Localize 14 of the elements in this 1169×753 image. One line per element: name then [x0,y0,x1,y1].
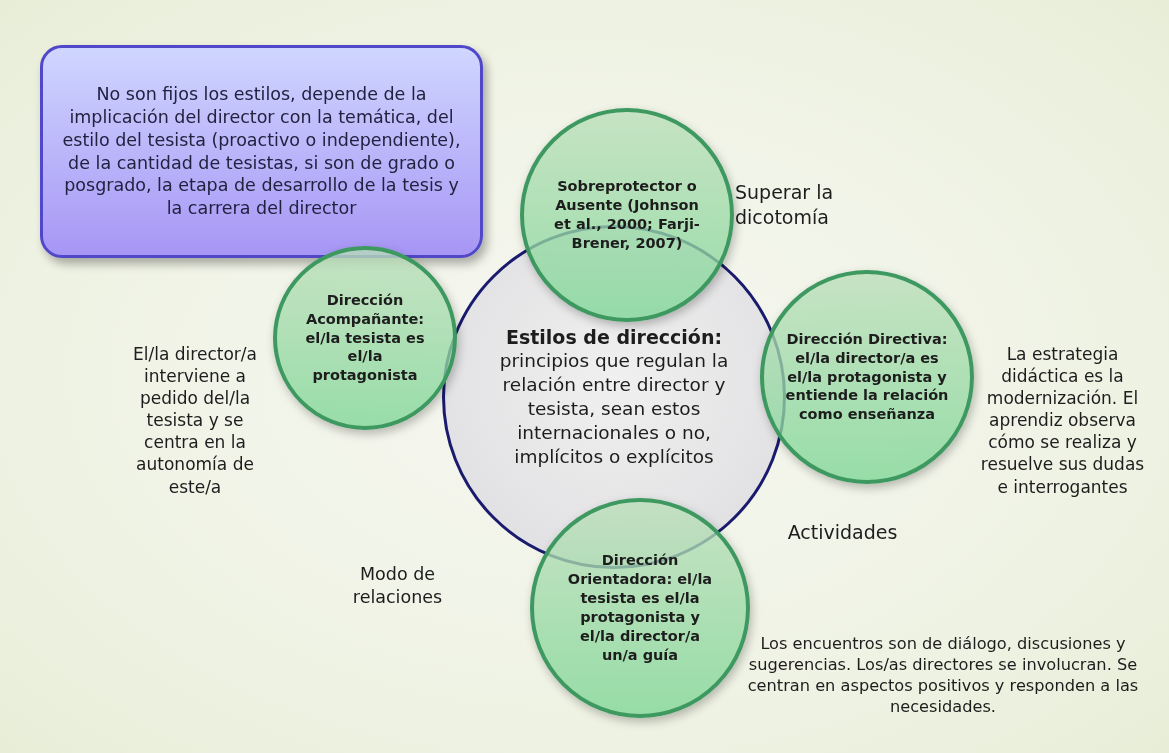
annotation-text: Superar la dicotomía [735,180,835,230]
circle-text: principios que regulan la relación entre director y tesista, sean estos internacionales o no, implícitos o explícitos [498,349,730,470]
annotation-text: Actividades [786,520,899,545]
annotation-text: Los encuentros son de diálogo, discusiones y sugerencias. Los/as directores se involucran. Se centran en aspectos positivos y responden a las necesidades. [746,633,1140,718]
circle-text: Dirección Acompañante: el/la tesista es el/la protagonista [304,290,426,386]
circle-text: Sobreprotector o Ausente (Johnson et al., 2000; Farji-Brener, 2007) [553,177,701,253]
circle-heading: Estilos de dirección: [505,324,723,350]
note-box [40,45,483,258]
circle-text: Dirección Orientadora: el/la tesista es el/la protagonista y el/la director/a un/a guía [566,551,714,665]
annotation-text: La estrategia didáctica es la modernización. El aprendiz observa cómo se realiza y resuelve sus dudas e interrogantes [979,343,1146,498]
annotation-text: Modo de relaciones [351,563,444,609]
note-text: No son fijos los estilos, depende de la implicación del director con la temática, del estilo del tesista (proactivo o independiente), de la cantidad de tesistas, si son de grado o posgrado, la etapa de desarrollo de la tesis y la carrera del director [61,83,462,220]
circle-text: Dirección Directiva: el/la director/a es el/la protagonista y entiende la relación como enseñanza [784,329,950,425]
annotation-text: El/la director/a interviene a pedido del/la tesista y se centra en la autonomía de este/a [132,343,258,498]
